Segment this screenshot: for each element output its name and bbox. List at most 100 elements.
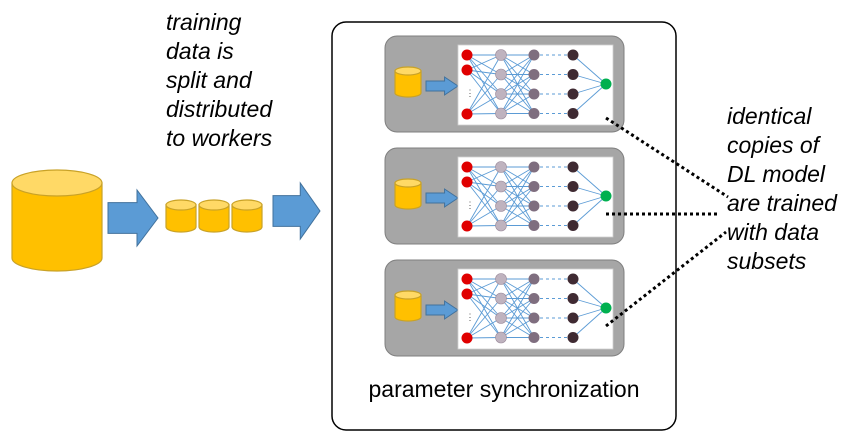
worker-data-shard-icon [394, 178, 422, 210]
data-split-caption: training data is split and distributed t… [166, 9, 273, 151]
hidden-node [495, 292, 507, 305]
hidden-node [495, 68, 507, 81]
hidden-node [567, 161, 579, 173]
hidden-node [567, 181, 579, 192]
edge [572, 74, 607, 85]
edge [572, 186, 607, 197]
cylinder-body [11, 182, 103, 272]
edge [466, 317, 502, 339]
edge [466, 54, 502, 95]
hidden-node [528, 108, 540, 119]
edge [572, 166, 607, 197]
parameter-synchronization-label: parameter synchronization [368, 376, 640, 402]
edge [500, 166, 535, 226]
edge [500, 205, 535, 226]
input-node [461, 176, 473, 188]
edge [466, 54, 502, 115]
edge [572, 54, 607, 85]
edge [500, 166, 535, 187]
hidden-node [567, 49, 579, 61]
edge [466, 93, 502, 115]
edge [500, 278, 535, 319]
worker-panel: ⋮ [384, 147, 625, 245]
cylinder-body [394, 70, 422, 98]
hidden-node [528, 332, 540, 343]
data-shard-icon [231, 199, 263, 233]
edge [500, 74, 535, 114]
edge [466, 278, 502, 339]
hidden-node [495, 49, 507, 61]
edge [572, 307, 607, 338]
input-node [461, 64, 473, 76]
edge [572, 278, 607, 309]
edge [466, 298, 502, 339]
edge [466, 54, 502, 75]
edge [500, 54, 535, 114]
worker-panel: ⋮ [384, 35, 625, 133]
hidden-node [567, 273, 579, 285]
training-data-database-icon [11, 169, 103, 272]
hidden-node [528, 273, 540, 285]
hidden-node [567, 220, 579, 231]
hidden-node [567, 332, 579, 343]
training-data-cylinder [11, 169, 103, 272]
hidden-node [495, 107, 507, 120]
edge [466, 278, 502, 299]
hidden-node [495, 331, 507, 344]
edge [500, 186, 535, 226]
arrow-to-workers [272, 181, 321, 241]
edge [466, 181, 502, 207]
cylinder-top [165, 199, 197, 211]
input-node [461, 108, 473, 120]
cylinder-top [198, 199, 230, 211]
arrow-right-icon [272, 181, 321, 241]
cylinder-body [198, 204, 230, 233]
hidden-node [495, 88, 507, 100]
output-node [600, 302, 612, 314]
edge [466, 181, 502, 226]
hidden-node [528, 293, 540, 304]
network-nodes: ⋮ [461, 273, 612, 344]
hidden-node [528, 181, 540, 192]
hidden-node [495, 200, 507, 212]
arrow-to-shards [107, 188, 159, 248]
edge [466, 293, 502, 319]
hidden-node [528, 88, 540, 100]
worker-data-shard-icon [394, 290, 422, 322]
edge [500, 166, 535, 207]
cylinder-body [394, 294, 422, 322]
hidden-node [567, 200, 579, 212]
edge [466, 69, 502, 95]
edge [466, 74, 502, 115]
hidden-node [528, 161, 540, 173]
hidden-node [495, 219, 507, 232]
edge [466, 54, 502, 71]
edge [500, 298, 535, 338]
hidden-node [495, 312, 507, 324]
edge [500, 54, 535, 95]
edge [466, 293, 502, 338]
edge [572, 83, 607, 114]
input-node [461, 220, 473, 232]
dotted-leader-lines [605, 116, 729, 328]
cylinder-top [11, 169, 103, 197]
dotted-leader-line [605, 116, 729, 199]
hidden-node [567, 108, 579, 119]
hidden-node [567, 312, 579, 324]
data-shard-icon [165, 199, 197, 233]
edge [466, 278, 502, 319]
hidden-node [528, 312, 540, 324]
edge [466, 278, 502, 295]
edge [572, 195, 607, 226]
input-node [461, 288, 473, 300]
ellipsis-mark: ⋮ [466, 88, 475, 98]
input-node [461, 161, 473, 173]
edge [466, 166, 502, 187]
cylinder-body [394, 182, 422, 210]
model-copies-caption: identical copies of DL model are trained… [727, 103, 837, 274]
edge [466, 205, 502, 227]
hidden-node [495, 273, 507, 285]
hidden-node [567, 69, 579, 80]
